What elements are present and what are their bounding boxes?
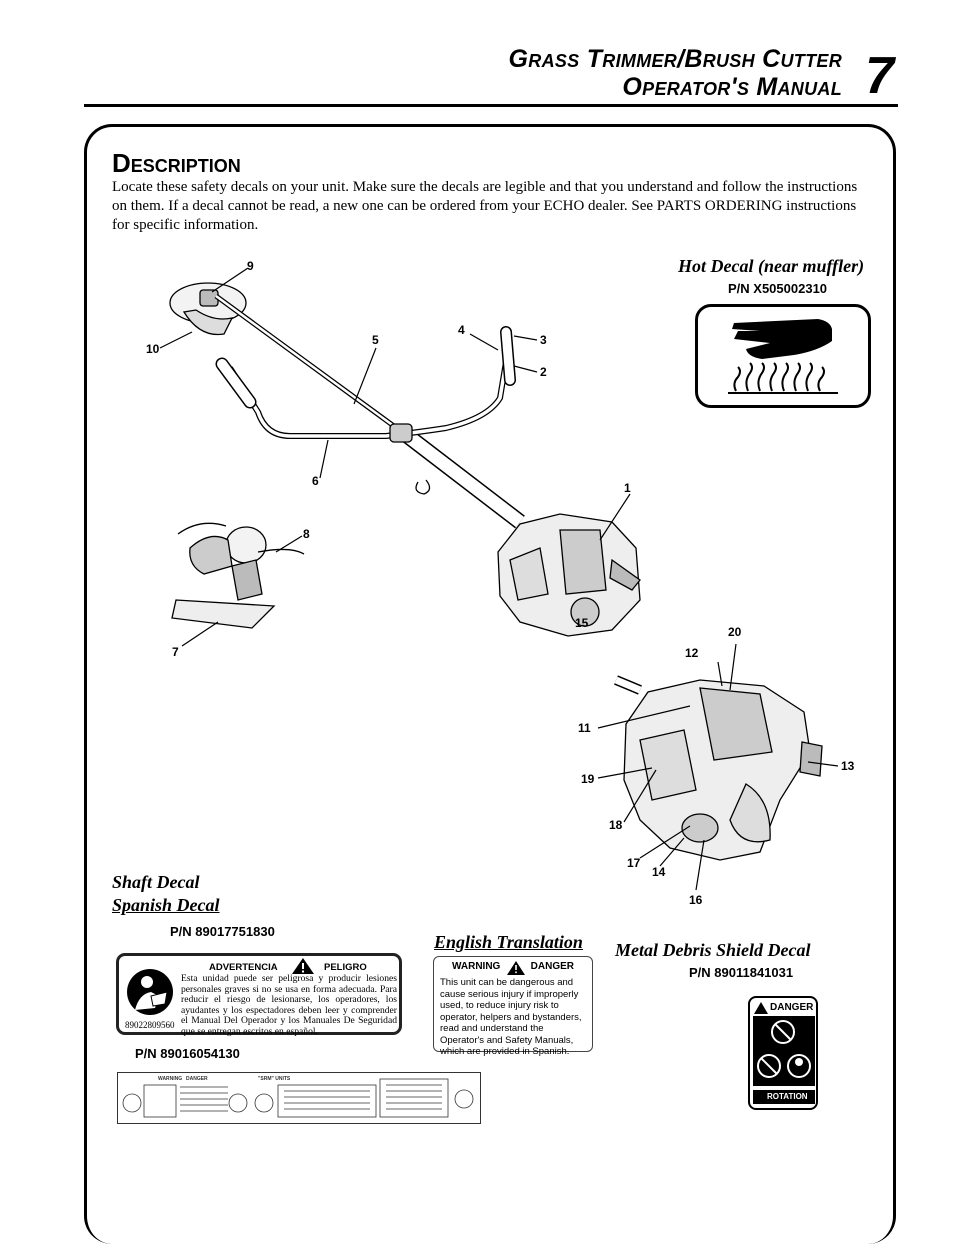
callout-13: 13 — [841, 759, 855, 773]
page-number: 7 — [865, 47, 894, 105]
hot-decal-part-number: P/N X505002310 — [728, 281, 828, 296]
callout-3: 3 — [540, 333, 547, 347]
callout-11: 11 — [578, 721, 591, 735]
spanish-warning-decal: ADVERTENCIA PELIGRO Esta unidad puede se… — [116, 953, 402, 1037]
strip-decal-icons — [122, 1078, 474, 1118]
prohibition-icons — [753, 1016, 815, 1086]
shaft-illustration — [214, 293, 525, 529]
callout-19: 19 — [581, 772, 595, 786]
callout-7: 7 — [172, 645, 179, 659]
callout-18: 18 — [609, 818, 623, 832]
metal-debris-danger-label: DANGER — [770, 1002, 814, 1013]
spanish-decal-code: 89022809560 — [125, 1020, 175, 1030]
callout-2: 2 — [540, 365, 547, 379]
header-rule — [84, 104, 898, 107]
handlebar-illustration — [215, 326, 516, 495]
hot-decal-title: Hot Decal (near muffler) — [678, 256, 865, 276]
hot-decal — [695, 304, 871, 408]
spanish-danger-heading: PELIGRO — [324, 962, 367, 973]
rotation-bar: ROTATION — [753, 1090, 815, 1104]
callout-16: 16 — [689, 893, 703, 907]
engine-illustration — [497, 513, 641, 637]
warning-triangle-icon — [292, 958, 314, 974]
callout-12: 12 — [685, 646, 699, 660]
warning-triangle-icon — [506, 961, 525, 975]
manual-title-line-1: Grass Trimmer/Brush Cutter — [508, 45, 842, 73]
content-frame — [84, 124, 896, 1244]
rotation-label: ROTATION — [767, 1092, 808, 1101]
strip-decal-part-number: P/N 89016054130 — [135, 1046, 240, 1061]
leader-lines — [159, 267, 839, 891]
callout-4: 4 — [458, 323, 465, 337]
strip-warning-label: WARNING — [158, 1076, 183, 1082]
callout-15: 15 — [575, 616, 589, 630]
metal-debris-decal-part-number: P/N 89011841031 — [689, 965, 794, 980]
section-intro: Locate these safety decals on your unit.… — [112, 179, 858, 233]
section-title: Description — [112, 148, 241, 178]
shaft-decal-part-number: P/N 89017751830 — [170, 924, 275, 939]
callout-5: 5 — [372, 333, 379, 347]
trimmer-head-illustration — [169, 282, 247, 336]
danger-triangle-icon — [754, 1002, 768, 1014]
callout-17: 17 — [627, 856, 641, 870]
callout-20: 20 — [728, 625, 742, 639]
read-manual-icon — [127, 969, 173, 1015]
callout-8: 8 — [303, 527, 310, 541]
english-translation-title: English Translation — [434, 932, 583, 952]
english-danger-heading: DANGER — [530, 961, 574, 972]
spanish-warning-body: Esta unidad puede ser peligrosa y produc… — [181, 973, 397, 1037]
metal-debris-decal: DANGER ROTATION — [748, 996, 818, 1110]
english-warning-decal: WARNING DANGER This unit can be dangerou… — [433, 956, 593, 1057]
callout-10: 10 — [146, 342, 160, 356]
harness-illustration — [171, 522, 305, 629]
shaft-decal-title: Shaft Decal — [112, 872, 200, 892]
callout-6: 6 — [312, 474, 319, 488]
hot-hand-icon — [728, 319, 838, 394]
metal-debris-decal-title: Metal Debris Shield Decal — [615, 940, 811, 960]
english-warning-body: This unit can be dangerous and cause ser… — [440, 977, 582, 1057]
callout-14: 14 — [652, 865, 666, 879]
callout-9: 9 — [247, 259, 254, 273]
strip-danger-label: DANGER — [186, 1076, 208, 1082]
strip-decal: WARNING DANGER "SRM" UNITS — [117, 1072, 481, 1124]
spanish-decal-title: Spanish Decal — [112, 895, 220, 915]
callout-1: 1 — [624, 481, 631, 495]
strip-units-label: "SRM" UNITS — [258, 1076, 291, 1082]
engine-detail-illustration — [614, 675, 823, 861]
english-warning-heading: WARNING — [452, 961, 501, 972]
manual-title-line-2: Operator's Manual — [622, 73, 842, 101]
spanish-warning-heading: ADVERTENCIA — [209, 962, 278, 973]
